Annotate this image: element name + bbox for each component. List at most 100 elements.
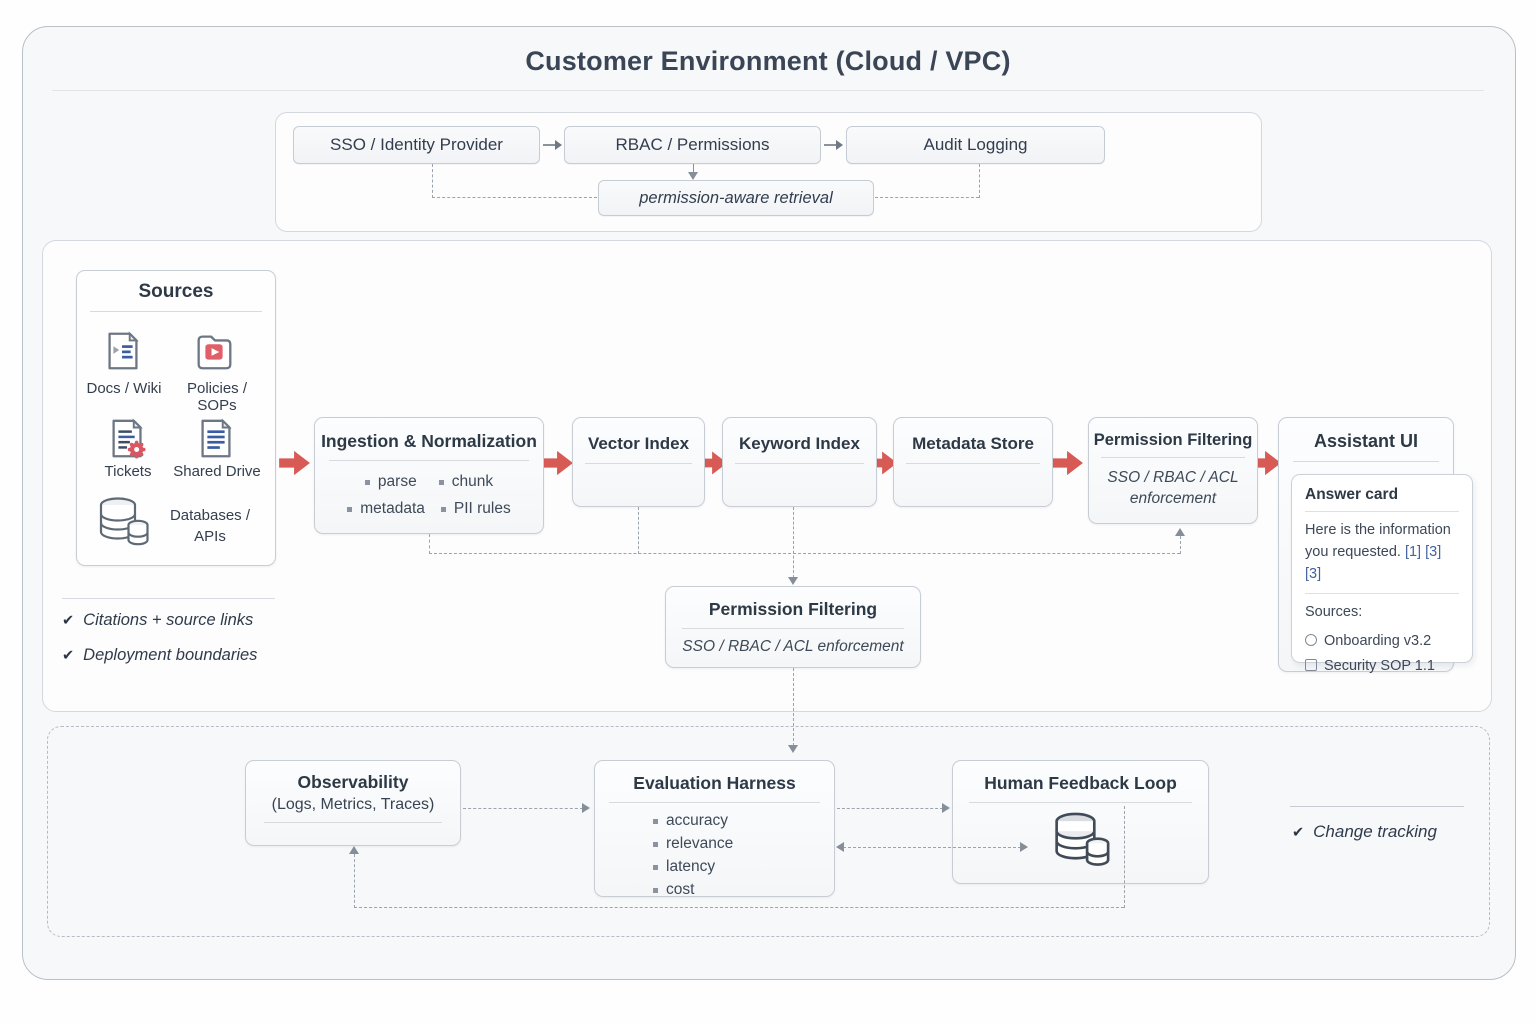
vector-index-title: Vector Index bbox=[587, 434, 690, 453]
connector-riser-permission bbox=[1180, 536, 1181, 554]
document-lines-icon bbox=[201, 418, 232, 458]
connector-feedback-evaluation-bidirectional bbox=[843, 847, 1021, 848]
feedback-title: Human Feedback Loop bbox=[984, 773, 1177, 793]
answer-source-item: Security SOP 1.1 bbox=[1305, 656, 1459, 678]
rbac-permissions-node: RBAC / Permissions bbox=[564, 126, 821, 164]
evaluation-rule bbox=[609, 802, 820, 803]
assistant-title-rule bbox=[1293, 461, 1439, 462]
connector-keyword-down bbox=[793, 507, 794, 578]
flow-arrow-icon bbox=[698, 451, 728, 475]
source-databases-label-line2: APIs bbox=[194, 528, 226, 545]
bullet-square-icon bbox=[653, 841, 658, 847]
flow-arrow-icon bbox=[868, 451, 898, 475]
video-folder-icon bbox=[197, 335, 232, 370]
audit-logging-node: Audit Logging bbox=[846, 126, 1105, 164]
bullet-square-icon bbox=[653, 818, 658, 824]
answer-card: Answer card Here is the information you … bbox=[1291, 474, 1473, 674]
permission-title-rule bbox=[1101, 457, 1245, 458]
permission-filtering-node: Permission Filtering SSO / RBAC / ACL en… bbox=[1088, 417, 1258, 524]
sso-identity-provider-node: SSO / Identity Provider bbox=[293, 126, 540, 164]
answer-body-line2: you requested. bbox=[1305, 543, 1401, 560]
connector-observability-to-evaluation bbox=[463, 808, 583, 809]
note-citations: ✔Citations + source links bbox=[62, 611, 253, 630]
citation-links: [1] [3] [3] bbox=[1305, 543, 1442, 582]
evaluation-bullet: latency bbox=[653, 858, 834, 876]
permission-center-rule bbox=[682, 628, 904, 629]
connector-loop-riser bbox=[354, 854, 355, 908]
connector-loop-bottom bbox=[354, 907, 1124, 908]
ingestion-bullet: chunk bbox=[438, 473, 494, 491]
arrowhead-right-icon bbox=[1020, 842, 1028, 852]
flow-arrow-icon bbox=[1250, 450, 1281, 476]
evaluation-bullet: cost bbox=[653, 881, 834, 899]
permission-center-subtitle: SSO / RBAC / ACL enforcement bbox=[682, 638, 904, 655]
bullet-label: PII rules bbox=[453, 500, 511, 517]
rbac-label: RBAC / Permissions bbox=[615, 135, 770, 154]
bullet-square-icon bbox=[653, 887, 658, 893]
arrowhead-down-icon bbox=[688, 172, 698, 180]
ingestion-normalization-node: Ingestion & Normalization parse chunk me… bbox=[314, 417, 544, 534]
bullet-label: parse bbox=[377, 473, 417, 490]
retrieval-label: permission-aware retrieval bbox=[639, 188, 833, 207]
sources-title: Sources bbox=[138, 281, 214, 302]
bullet-label: cost bbox=[666, 881, 695, 898]
permission-filtering-center-node: Permission Filtering SSO / RBAC / ACL en… bbox=[665, 586, 921, 668]
permission-center-title: Permission Filtering bbox=[708, 599, 878, 619]
arrowhead-down-icon bbox=[788, 745, 798, 753]
connector-audit-to-retrieval bbox=[875, 197, 979, 198]
connector-sso-to-retrieval bbox=[432, 197, 597, 198]
notes-rule bbox=[62, 598, 275, 599]
answer-card-title: Answer card bbox=[1305, 486, 1399, 503]
flow-arrow-icon bbox=[1052, 450, 1083, 476]
checkbox-icon bbox=[1305, 658, 1317, 671]
observability-title: Observability bbox=[297, 772, 409, 792]
source-databases-label-line1: Databases / bbox=[169, 507, 251, 524]
sources-title-rule bbox=[90, 311, 262, 312]
arrowhead-up-icon bbox=[1175, 528, 1185, 536]
bullet-square-icon bbox=[364, 479, 370, 485]
page-title: Customer Environment (Cloud / VPC) bbox=[525, 46, 1011, 76]
audit-label: Audit Logging bbox=[923, 135, 1028, 154]
evaluation-bullet: accuracy bbox=[653, 812, 834, 830]
vector-index-node: Vector Index bbox=[572, 417, 705, 507]
ingestion-title: Ingestion & Normalization bbox=[321, 431, 537, 451]
document-list-icon bbox=[108, 331, 139, 370]
connector-rbac-down bbox=[693, 164, 694, 173]
ingestion-bullet: PII rules bbox=[440, 500, 511, 518]
flow-arrow-icon bbox=[279, 450, 310, 476]
source-shared-label: Shared Drive bbox=[173, 463, 261, 480]
bullet-label: accuracy bbox=[666, 812, 729, 829]
database-icon bbox=[99, 497, 149, 546]
observability-subtitle: (Logs, Metrics, Traces) bbox=[271, 796, 435, 813]
answer-sources-label: Sources: bbox=[1305, 604, 1363, 621]
arrowhead-up-icon bbox=[349, 846, 359, 854]
evaluation-bullet: relevance bbox=[653, 835, 834, 853]
feedback-rule bbox=[969, 802, 1192, 803]
arrowhead-right-icon bbox=[582, 803, 590, 813]
check-icon: ✔ bbox=[62, 648, 75, 664]
evaluation-title: Evaluation Harness bbox=[633, 773, 796, 793]
title-divider bbox=[52, 90, 1484, 91]
ingestion-title-rule bbox=[329, 460, 529, 461]
ingestion-bullet: metadata bbox=[347, 500, 425, 518]
metadata-store-title: Metadata Store bbox=[912, 434, 1034, 453]
ticket-gear-icon bbox=[112, 418, 146, 459]
answer-card-rule-2 bbox=[1305, 593, 1459, 595]
bullet-square-icon bbox=[347, 506, 353, 512]
observability-rule bbox=[264, 822, 442, 823]
flow-arrow-icon bbox=[542, 450, 573, 476]
bullet-label: chunk bbox=[451, 473, 494, 490]
bullet-square-icon bbox=[440, 506, 446, 512]
arrow-right-icon bbox=[824, 140, 843, 150]
answer-source-item: Onboarding v3.2 bbox=[1305, 631, 1459, 653]
arrowhead-right-icon bbox=[942, 803, 950, 813]
arrowhead-down-icon bbox=[788, 577, 798, 585]
answer-body-line1: Here is the information bbox=[1305, 522, 1451, 538]
bullet-label: relevance bbox=[666, 835, 734, 852]
connector-sso-down bbox=[432, 164, 433, 198]
source-docs-label: Docs / Wiki bbox=[86, 380, 162, 397]
change-tracking-rule bbox=[1290, 806, 1464, 807]
bullet-square-icon bbox=[653, 864, 658, 870]
check-icon: ✔ bbox=[1292, 825, 1305, 841]
